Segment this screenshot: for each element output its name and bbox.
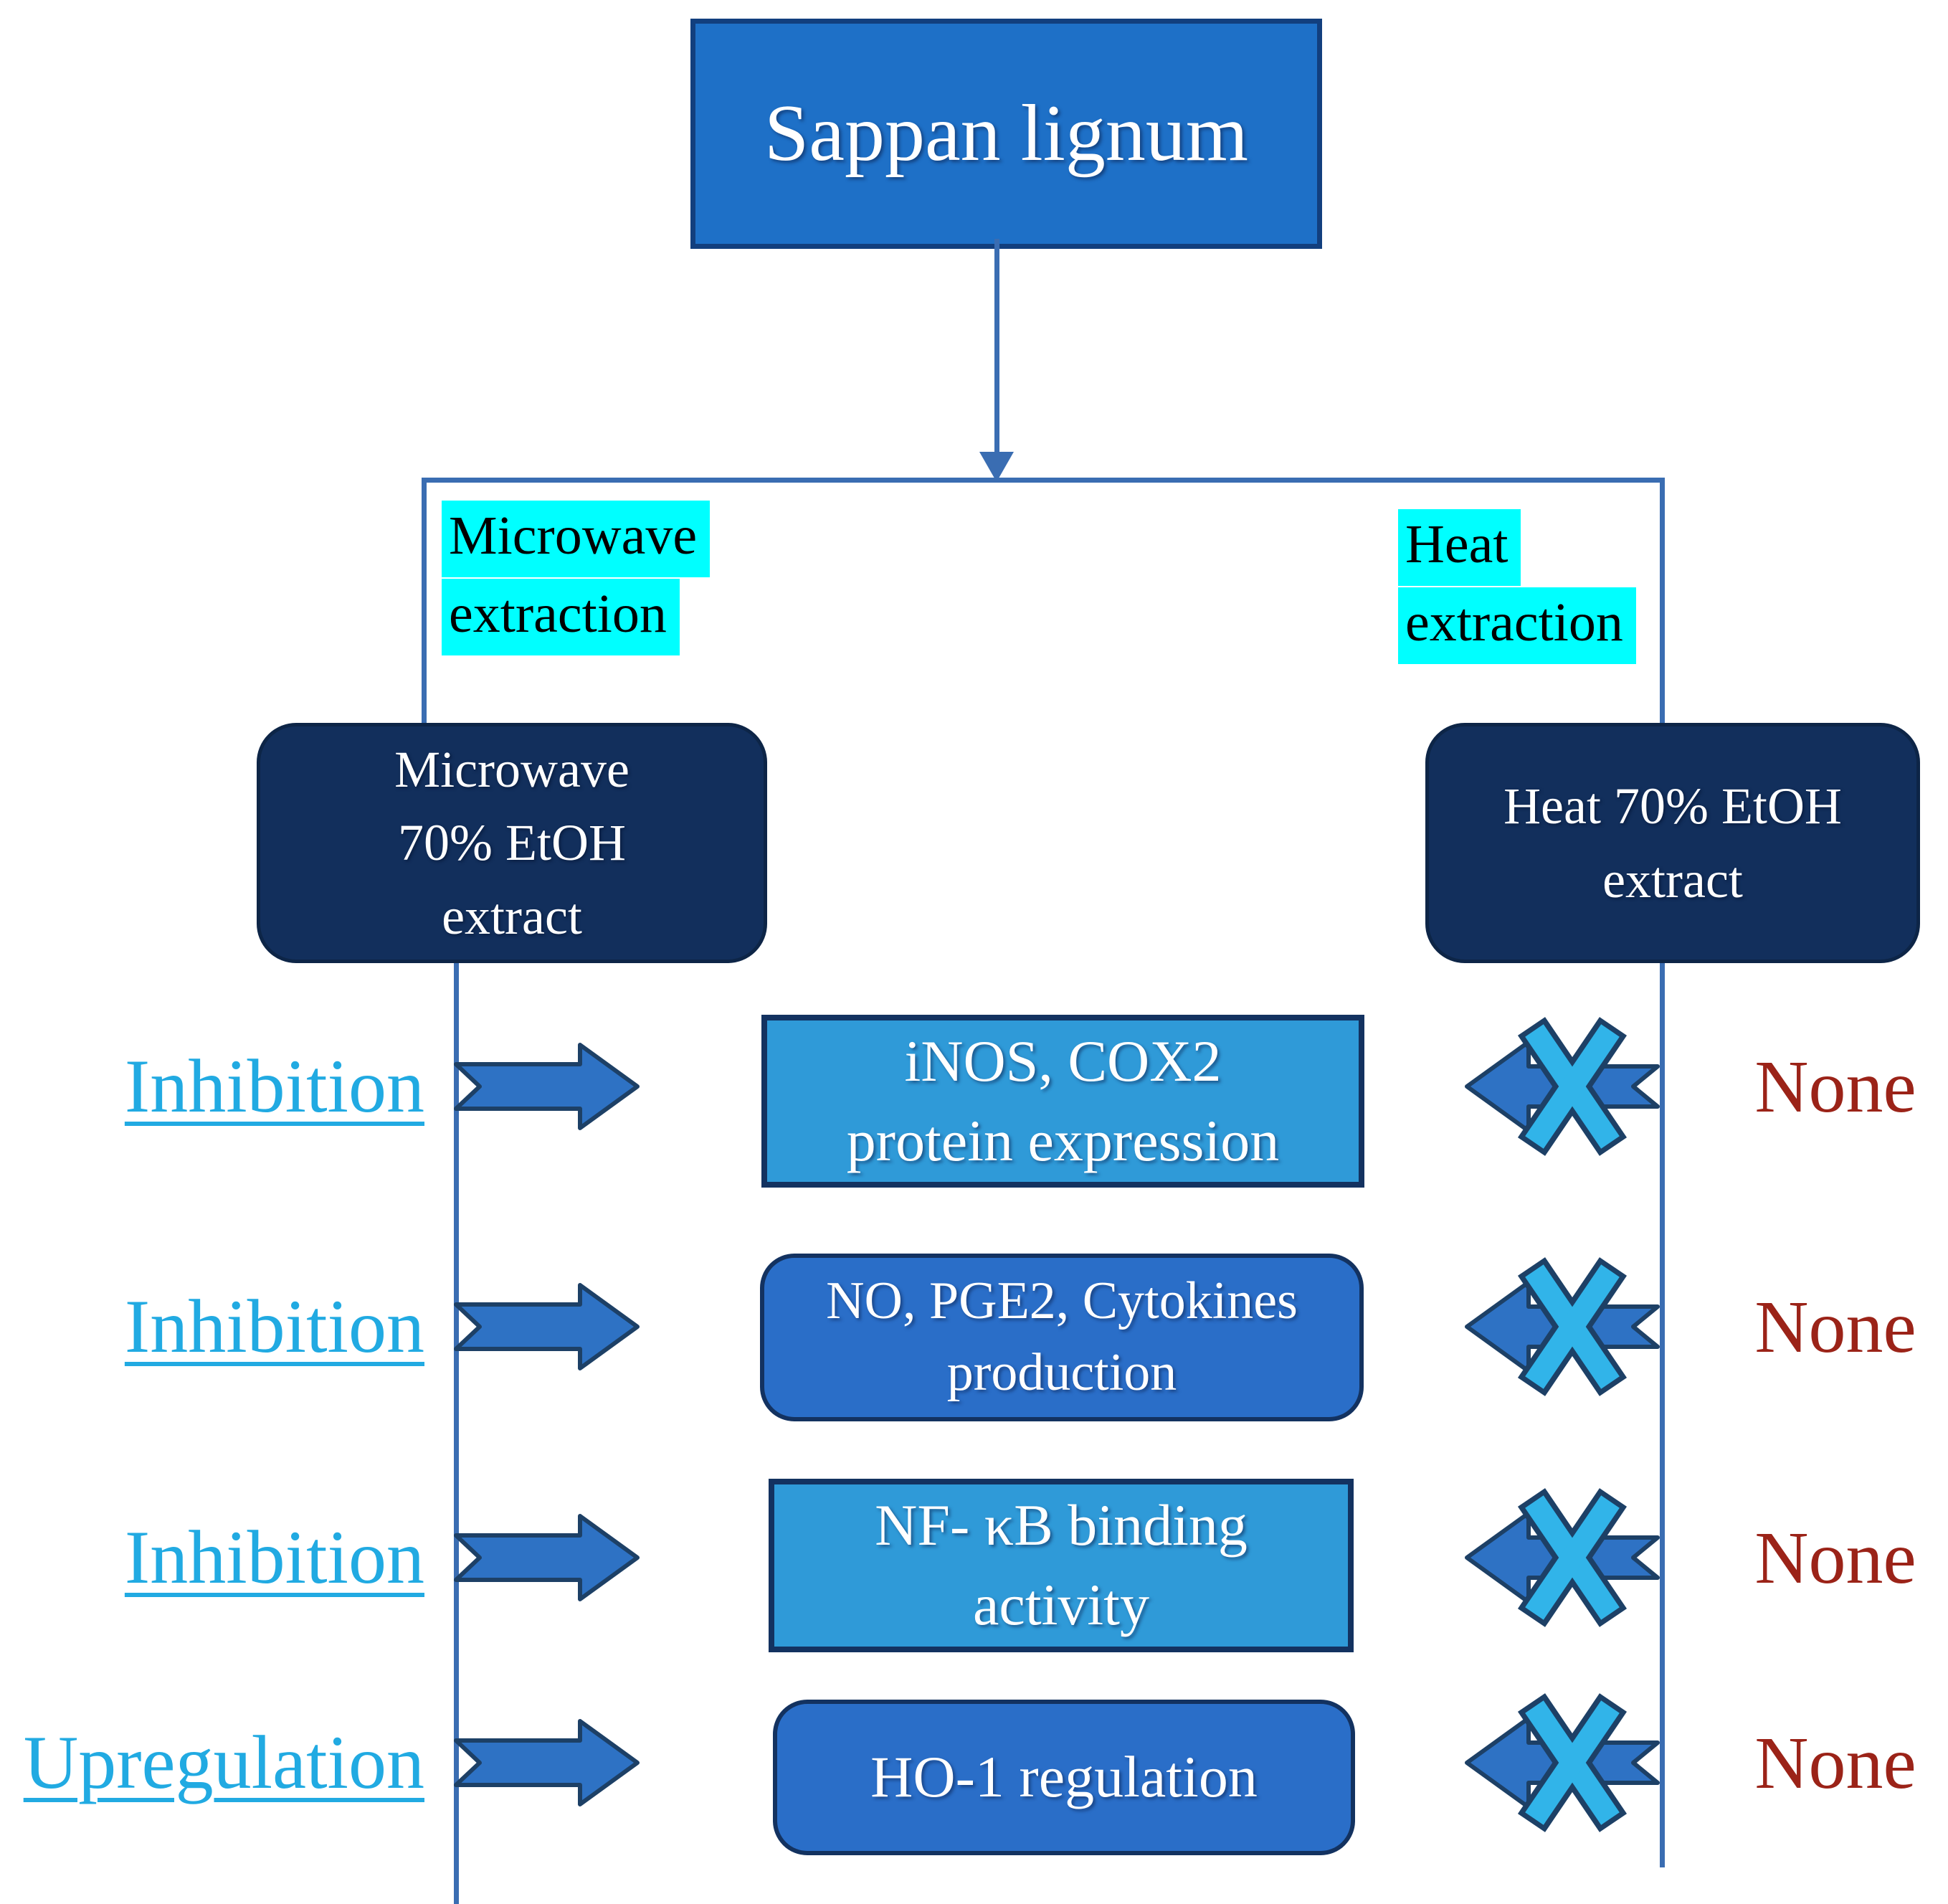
blocked-left-arrow-icon bbox=[1465, 1488, 1660, 1627]
heat-extraction-label-line2: extraction bbox=[1398, 587, 1636, 664]
heat-result-label: None bbox=[1754, 1721, 1916, 1804]
connector-line-left-upper bbox=[422, 478, 427, 726]
blocked-x-icon bbox=[1517, 1488, 1628, 1627]
effect-label: Inhibition bbox=[124, 1044, 424, 1128]
heat-extract-line2: extract bbox=[1602, 851, 1743, 909]
blocked-left-arrow-icon bbox=[1465, 1693, 1660, 1832]
blocked-left-arrow-icon bbox=[1465, 1257, 1660, 1396]
microwave-extraction-label: Microwave extraction bbox=[442, 501, 711, 657]
target-line2: activity bbox=[973, 1572, 1149, 1637]
microwave-extraction-label-line2: extraction bbox=[442, 579, 680, 655]
microwave-extract-line1: Microwave bbox=[394, 741, 629, 799]
right-arrow-icon bbox=[454, 1043, 640, 1130]
target-box: HO-1 regulation bbox=[773, 1700, 1355, 1855]
target-line2: production bbox=[946, 1343, 1177, 1402]
blocked-x-icon bbox=[1517, 1017, 1628, 1156]
right-arrow-icon bbox=[454, 1283, 640, 1370]
heat-extract-box: Heat 70% EtOH extract bbox=[1425, 723, 1920, 963]
effect-label: Inhibition bbox=[124, 1515, 424, 1599]
connector-line-top bbox=[994, 239, 999, 455]
microwave-extract-line3: extract bbox=[442, 887, 582, 945]
connector-line-right-lower bbox=[1660, 955, 1665, 1867]
heat-result-label: None bbox=[1754, 1516, 1916, 1599]
right-arrow-icon bbox=[454, 1514, 640, 1601]
heat-extraction-label-line1: Heat bbox=[1398, 509, 1521, 586]
blocked-left-arrow-icon bbox=[1465, 1017, 1660, 1156]
sappan-lignum-box: Sappan lignum bbox=[690, 19, 1322, 249]
connector-line-left-lower bbox=[454, 955, 459, 1904]
blocked-x-icon bbox=[1517, 1693, 1628, 1832]
target-line1: HO-1 regulation bbox=[870, 1744, 1258, 1810]
microwave-extract-line2: 70% EtOH bbox=[398, 814, 626, 872]
right-arrow-icon bbox=[454, 1719, 640, 1806]
microwave-extract-box: Microwave 70% EtOH extract bbox=[257, 723, 767, 963]
microwave-extraction-label-line1: Microwave bbox=[442, 501, 711, 577]
target-line2: protein expression bbox=[846, 1107, 1280, 1173]
sappan-lignum-title: Sappan lignum bbox=[764, 89, 1249, 178]
heat-extract-line1: Heat 70% EtOH bbox=[1503, 777, 1842, 835]
target-box: NF- κB binding activity bbox=[769, 1479, 1354, 1652]
arrowhead-down-icon bbox=[979, 452, 1014, 482]
heat-extraction-label: Heat extraction bbox=[1398, 509, 1636, 666]
heat-result-label: None bbox=[1754, 1285, 1916, 1368]
blocked-x-icon bbox=[1517, 1257, 1628, 1396]
target-box: iNOS, COX2 protein expression bbox=[761, 1015, 1364, 1188]
connector-line-right-upper bbox=[1660, 478, 1665, 726]
connector-line-horizontal bbox=[422, 478, 1665, 483]
target-line1: NO, PGE2, Cytokines bbox=[826, 1271, 1298, 1331]
target-line1: NF- κB binding bbox=[875, 1492, 1248, 1558]
effect-label: Upregulation bbox=[23, 1720, 424, 1804]
target-box: NO, PGE2, Cytokines production bbox=[760, 1254, 1364, 1421]
heat-result-label: None bbox=[1754, 1045, 1916, 1128]
effect-label: Inhibition bbox=[124, 1284, 424, 1368]
target-line1: iNOS, COX2 bbox=[904, 1028, 1222, 1094]
